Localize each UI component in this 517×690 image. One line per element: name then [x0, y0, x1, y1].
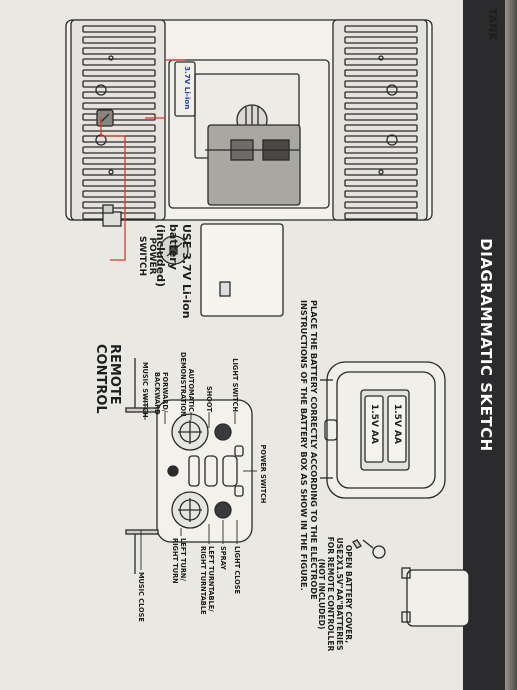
track-link — [344, 36, 418, 44]
track-link — [344, 47, 418, 55]
track-link — [82, 25, 156, 33]
label-automatic-demonstration: AUTOMATIC DEMONSTRATION — [179, 352, 195, 417]
track-link — [82, 179, 156, 187]
track-link — [344, 58, 418, 66]
track-link — [82, 36, 156, 44]
track-link — [344, 212, 418, 220]
battery-note: USE 3.7V Li-ion battery (included) — [154, 224, 193, 319]
track-links — [82, 25, 418, 220]
callout-lines — [100, 59, 185, 261]
track-link — [82, 124, 156, 132]
label-shoot: SHOOT — [205, 386, 213, 412]
label-remote-power-switch: POWER SWITCH — [259, 444, 267, 504]
page-edge-shadow — [505, 0, 517, 690]
track-link — [82, 146, 156, 154]
track-link — [82, 102, 156, 110]
tank-drawing — [65, 19, 433, 317]
open-cover-note: OPEN BATTERY COVER, USE2X1.5V"AA"BATTERI… — [317, 536, 353, 652]
track-link — [344, 80, 418, 88]
track-link — [82, 201, 156, 209]
track-link — [82, 58, 156, 66]
track-link — [344, 69, 418, 77]
track-link — [344, 25, 418, 33]
label-light-close: LIGHT CLOSE — [233, 546, 241, 595]
track-link — [344, 113, 418, 121]
manual-page: DIAGRAMMATIC SKETCH — [65, 0, 505, 690]
label-spray: SPRAY — [219, 546, 227, 570]
track-link — [344, 146, 418, 154]
track-link — [344, 135, 418, 143]
footer-note: PLACE THE BATTERY CORRECTLY ACCORDING TO… — [299, 300, 319, 600]
label-left-right-turn: LEFT TURN/ RIGHT TURN — [171, 538, 187, 584]
track-link — [344, 168, 418, 176]
remote-drawing — [125, 358, 253, 574]
label-left-right-turntable: LEFT TURNTABLE/ RIGHT TURNTABLE — [199, 546, 215, 615]
battery-box-drawing — [320, 361, 446, 499]
track-link — [82, 47, 156, 55]
track-link — [344, 91, 418, 99]
track-link — [82, 157, 156, 165]
open-cover-drawing — [352, 539, 470, 627]
track-link — [82, 190, 156, 198]
track-link — [344, 190, 418, 198]
track-link — [344, 102, 418, 110]
track-link — [82, 168, 156, 176]
tank-label: TANK — [486, 8, 499, 41]
track-link — [344, 124, 418, 132]
track-link — [344, 201, 418, 209]
leader-lines — [140, 394, 257, 570]
label-forward-backward: FORWARD/ BACKWARD — [153, 372, 169, 415]
track-link — [82, 80, 156, 88]
track-link — [82, 113, 156, 121]
track-link — [344, 179, 418, 187]
remote-control-label: REMOTE CONTROL — [93, 344, 122, 414]
battery-cell-1: 1.5V AA — [392, 404, 402, 444]
label-music-switch: MUSIC SWITCH — [141, 362, 149, 418]
label-music-close: MUSIC CLOSE — [137, 572, 145, 622]
battery-cell-2: 1.5V AA — [369, 404, 379, 444]
track-link — [344, 157, 418, 165]
battery-sticker-label: 3.7V Li-ion — [183, 66, 192, 110]
track-link — [82, 91, 156, 99]
track-link — [82, 69, 156, 77]
label-light-switch: LIGHT SWITCH — [231, 358, 239, 412]
sketch-drawing — [65, 19, 470, 627]
